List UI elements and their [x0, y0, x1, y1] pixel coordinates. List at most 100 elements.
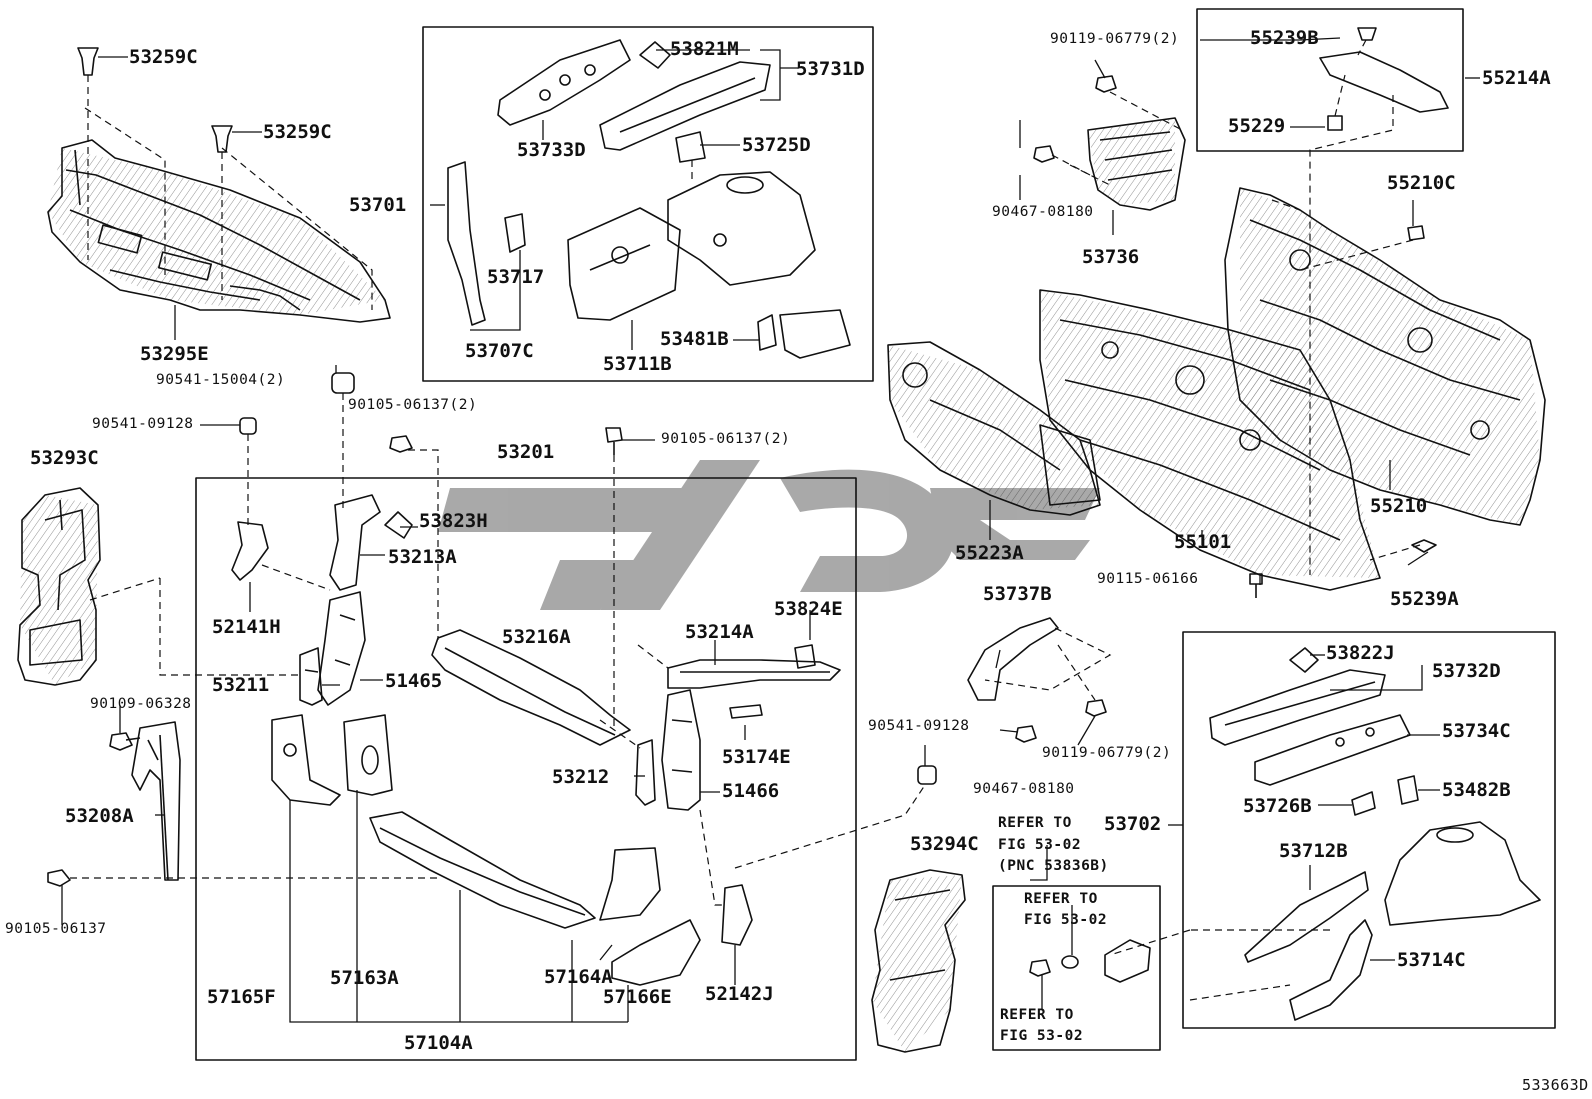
callout-55101: 55101	[1174, 531, 1232, 553]
part-52141H	[231, 521, 269, 581]
callout-53822J: 53822J	[1326, 642, 1395, 664]
callout-90467-08180-top: 90467-08180	[992, 204, 1094, 220]
callout-53821M: 53821M	[670, 38, 739, 60]
callout-55210C: 55210C	[1387, 172, 1456, 194]
callout-90115-06166: 90115-06166	[1097, 571, 1199, 587]
callout-90105-06137-b: 90105-06137(2)	[661, 431, 791, 447]
callout-53823H: 53823H	[419, 510, 488, 532]
callout-90109-06328: 90109-06328	[90, 696, 192, 712]
bolt-90119-06779-mid	[1085, 699, 1107, 717]
callout-53711B: 53711B	[603, 353, 672, 375]
callout-90467-08180-mid: 90467-08180	[973, 781, 1075, 797]
clip-55239B	[1357, 27, 1377, 41]
callout-53731D: 53731D	[796, 58, 865, 80]
callout-53259C-mid: 53259C	[263, 121, 332, 143]
diagram-id: 533663D	[1522, 1076, 1589, 1094]
bolt-ref	[1029, 959, 1051, 977]
part-55214A	[1319, 51, 1449, 113]
group-box-53702	[1182, 631, 1556, 1029]
callout-53732D: 53732D	[1432, 660, 1501, 682]
part-51466	[661, 689, 701, 811]
callout-52142J: 52142J	[705, 983, 774, 1005]
callout-53702: 53702	[1104, 813, 1162, 835]
nut-90541-09128-left	[239, 417, 257, 435]
part-53482B	[1397, 775, 1419, 805]
ref-box-bottom-line-1: REFER TO	[1000, 1007, 1074, 1023]
callout-57164A: 57164A	[544, 966, 613, 988]
part-53737B	[967, 617, 1059, 701]
part-53821M	[639, 41, 671, 69]
callout-55229: 55229	[1228, 115, 1286, 137]
part-57164A	[599, 847, 661, 921]
part-57165F	[271, 714, 341, 806]
callout-90105-06137-a: 90105-06137(2)	[348, 397, 478, 413]
group-box-53201	[195, 477, 857, 1061]
callout-51466: 51466	[722, 780, 780, 802]
bolt-90105-06137-b	[605, 427, 623, 455]
part-53711B	[567, 207, 681, 321]
bolt-90467-08180-mid	[1015, 725, 1037, 743]
clip-53259C-a	[77, 47, 99, 76]
callout-53726B: 53726B	[1243, 795, 1312, 817]
group-box-53701	[422, 26, 874, 382]
callout-53701: 53701	[349, 194, 407, 216]
callout-53208A: 53208A	[65, 805, 134, 827]
callout-55239A: 55239A	[1390, 588, 1459, 610]
clip-55239A	[1411, 539, 1437, 553]
callout-57163A: 57163A	[330, 967, 399, 989]
callout-53824E: 53824E	[774, 598, 843, 620]
part-53707C	[447, 161, 486, 326]
callout-90119-06779-top: 90119-06779(2)	[1050, 31, 1180, 47]
callout-53482B: 53482B	[1442, 779, 1511, 801]
part-57163A	[343, 714, 393, 796]
callout-53712B: 53712B	[1279, 840, 1348, 862]
group-box-55214a	[1196, 8, 1464, 152]
group-box-ref	[992, 885, 1161, 1051]
bolt-55210C	[1407, 225, 1425, 241]
nut-90541-09128-mid	[917, 765, 937, 785]
part-57104A	[369, 811, 596, 929]
part-53711B-tower	[667, 171, 816, 286]
callout-53214A: 53214A	[685, 621, 754, 643]
callout-53216A: 53216A	[502, 626, 571, 648]
callout-53733D: 53733D	[517, 139, 586, 161]
callout-53293C: 53293C	[30, 447, 99, 469]
part-53734C	[1254, 714, 1411, 786]
part-53212	[635, 739, 656, 806]
callout-53707C: 53707C	[465, 340, 534, 362]
ref-note-line-2: FIG 53-02	[998, 837, 1082, 853]
part-53714C	[1289, 919, 1373, 1021]
ref-note-line-3: (PNC 53836B)	[998, 858, 1109, 874]
callout-53736: 53736	[1082, 246, 1140, 268]
bracket-ref	[1104, 939, 1151, 983]
callout-53714C: 53714C	[1397, 949, 1466, 971]
part-53174E	[729, 704, 763, 719]
part-53208A	[131, 721, 181, 881]
callout-55210: 55210	[1370, 495, 1428, 517]
part-53823H	[384, 511, 413, 539]
ref-box-top-line-1: REFER TO	[1024, 891, 1098, 907]
ref-box-top-line-2: FIG 53-02	[1024, 912, 1108, 928]
nut-90541-15004	[331, 372, 355, 394]
part-53216A	[431, 629, 631, 746]
callout-57166E: 57166E	[603, 986, 672, 1008]
callout-51465: 51465	[385, 670, 443, 692]
part-53214A	[667, 659, 841, 689]
part-57166E	[611, 919, 701, 986]
callout-53213A: 53213A	[388, 546, 457, 568]
callout-90541-15004: 90541-15004(2)	[156, 372, 286, 388]
callout-53211: 53211	[212, 674, 270, 696]
ref-box-bottom-line-2: FIG 53-02	[1000, 1028, 1084, 1044]
callout-53737B: 53737B	[983, 583, 1052, 605]
part-53731D	[599, 61, 771, 151]
bolt-90105-06137-left	[47, 869, 71, 887]
bolt-90105-06137-a	[389, 435, 413, 453]
clip-55229	[1327, 115, 1343, 131]
part-53733D	[497, 39, 631, 126]
callout-53725D: 53725D	[742, 134, 811, 156]
bolt-90119-06779-top	[1095, 75, 1117, 93]
watermark-logo	[438, 460, 1100, 610]
callout-53259C-top: 53259C	[129, 46, 198, 68]
